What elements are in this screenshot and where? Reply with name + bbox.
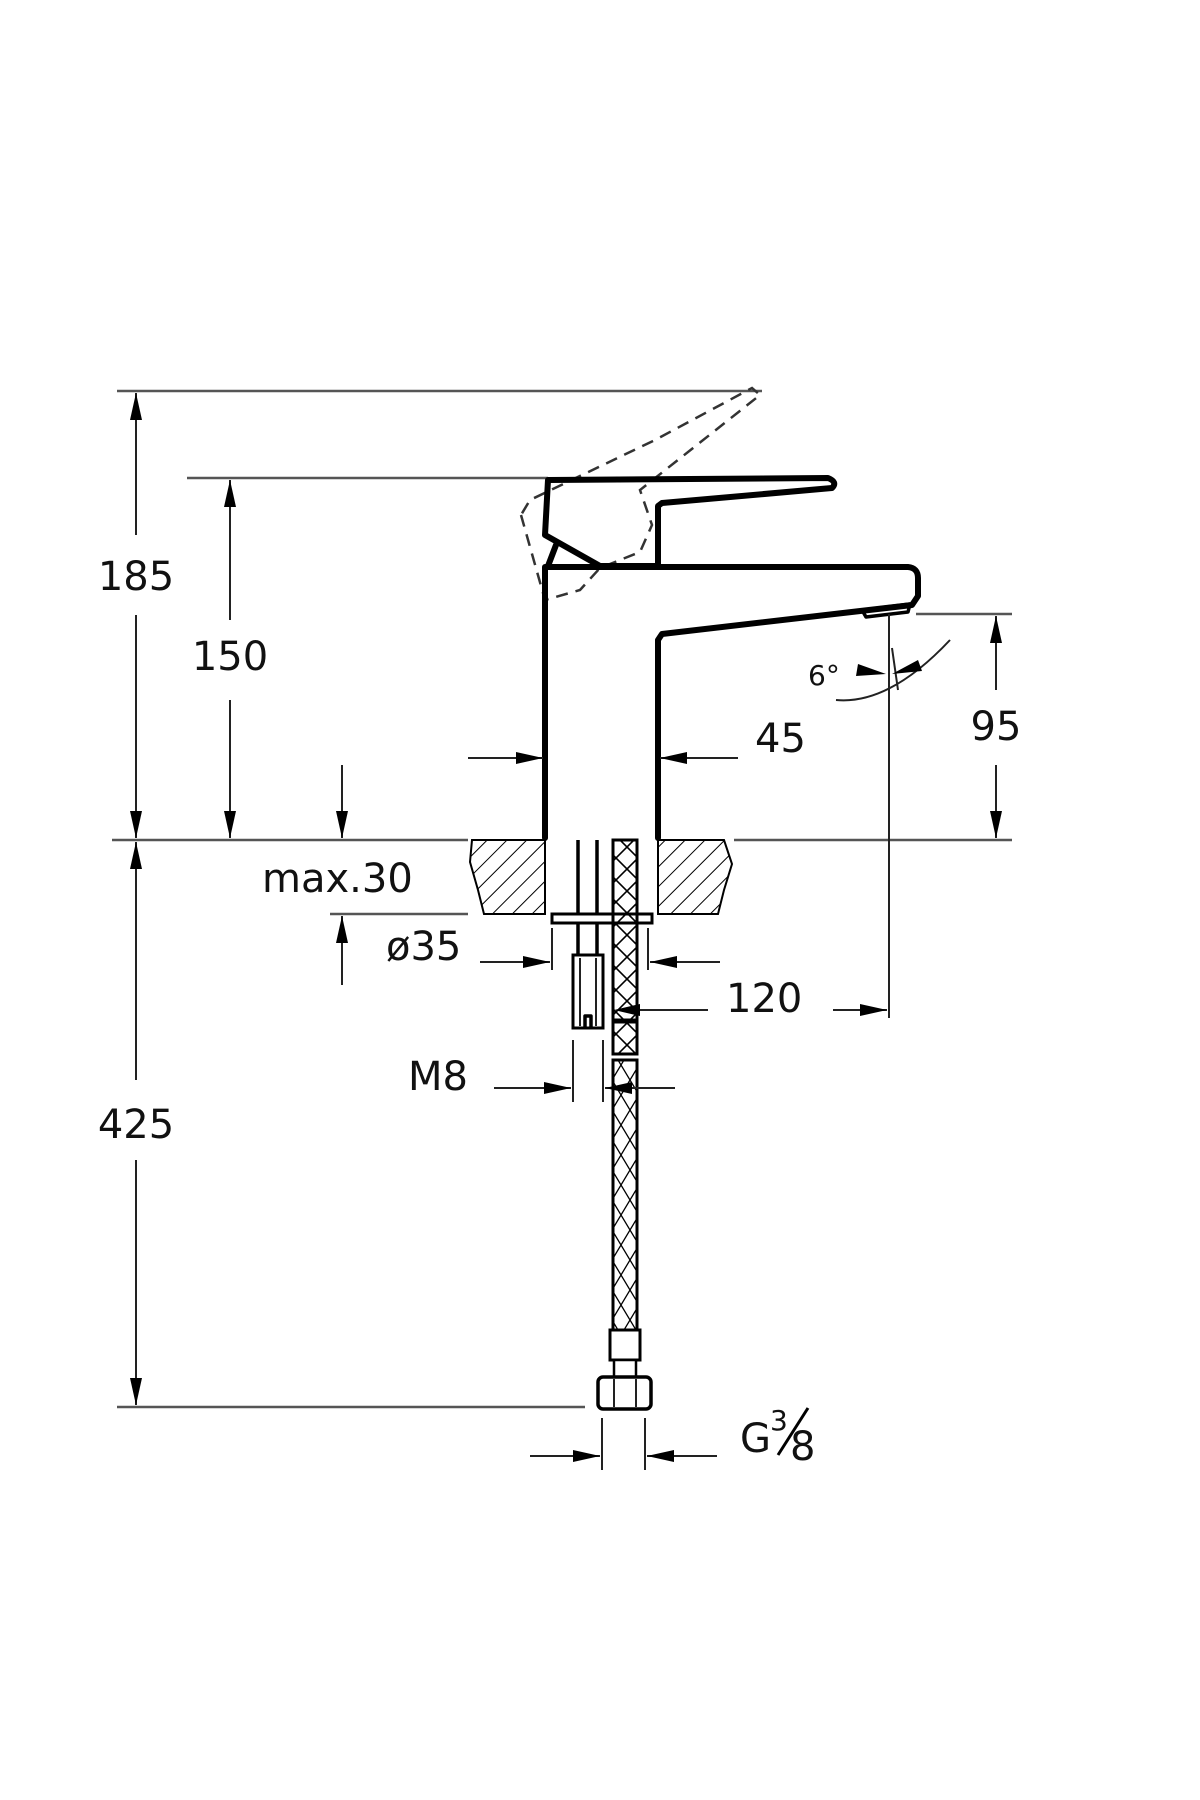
label-35: ø35 (386, 924, 461, 970)
label-g-num: 3 (770, 1404, 788, 1437)
dimension-m8: M8 (408, 1040, 675, 1102)
label-150: 150 (192, 634, 268, 680)
dimension-g38: G 3 8 (530, 1404, 815, 1470)
dimension-diameter-35: ø35 (386, 924, 720, 970)
dimension-425: 425 (98, 842, 174, 1405)
faucet-body (519, 386, 921, 841)
braided-hose (596, 838, 653, 1411)
label-g: G (740, 1416, 771, 1462)
dimension-120: 120 (614, 976, 887, 1022)
dimension-45: 45 (468, 716, 806, 764)
dimension-95: 95 (971, 616, 1022, 838)
label-185: 185 (98, 554, 174, 600)
label-425: 425 (98, 1102, 174, 1148)
label-g-den: 8 (790, 1424, 815, 1470)
dimension-spout-angle: 6° (808, 614, 951, 1018)
countertop-section (468, 839, 734, 915)
extension-lines (112, 389, 1012, 1409)
label-120: 120 (726, 976, 802, 1022)
label-6-deg: 6° (808, 659, 840, 692)
label-95: 95 (971, 704, 1022, 750)
dimension-150: 150 (192, 480, 268, 838)
dimension-185: 185 (98, 393, 174, 838)
label-45: 45 (755, 716, 806, 762)
label-m8: M8 (408, 1054, 468, 1100)
label-max30: max.30 (262, 856, 413, 902)
mounting-parts (550, 840, 654, 1030)
dimension-max30: max.30 (262, 765, 413, 985)
